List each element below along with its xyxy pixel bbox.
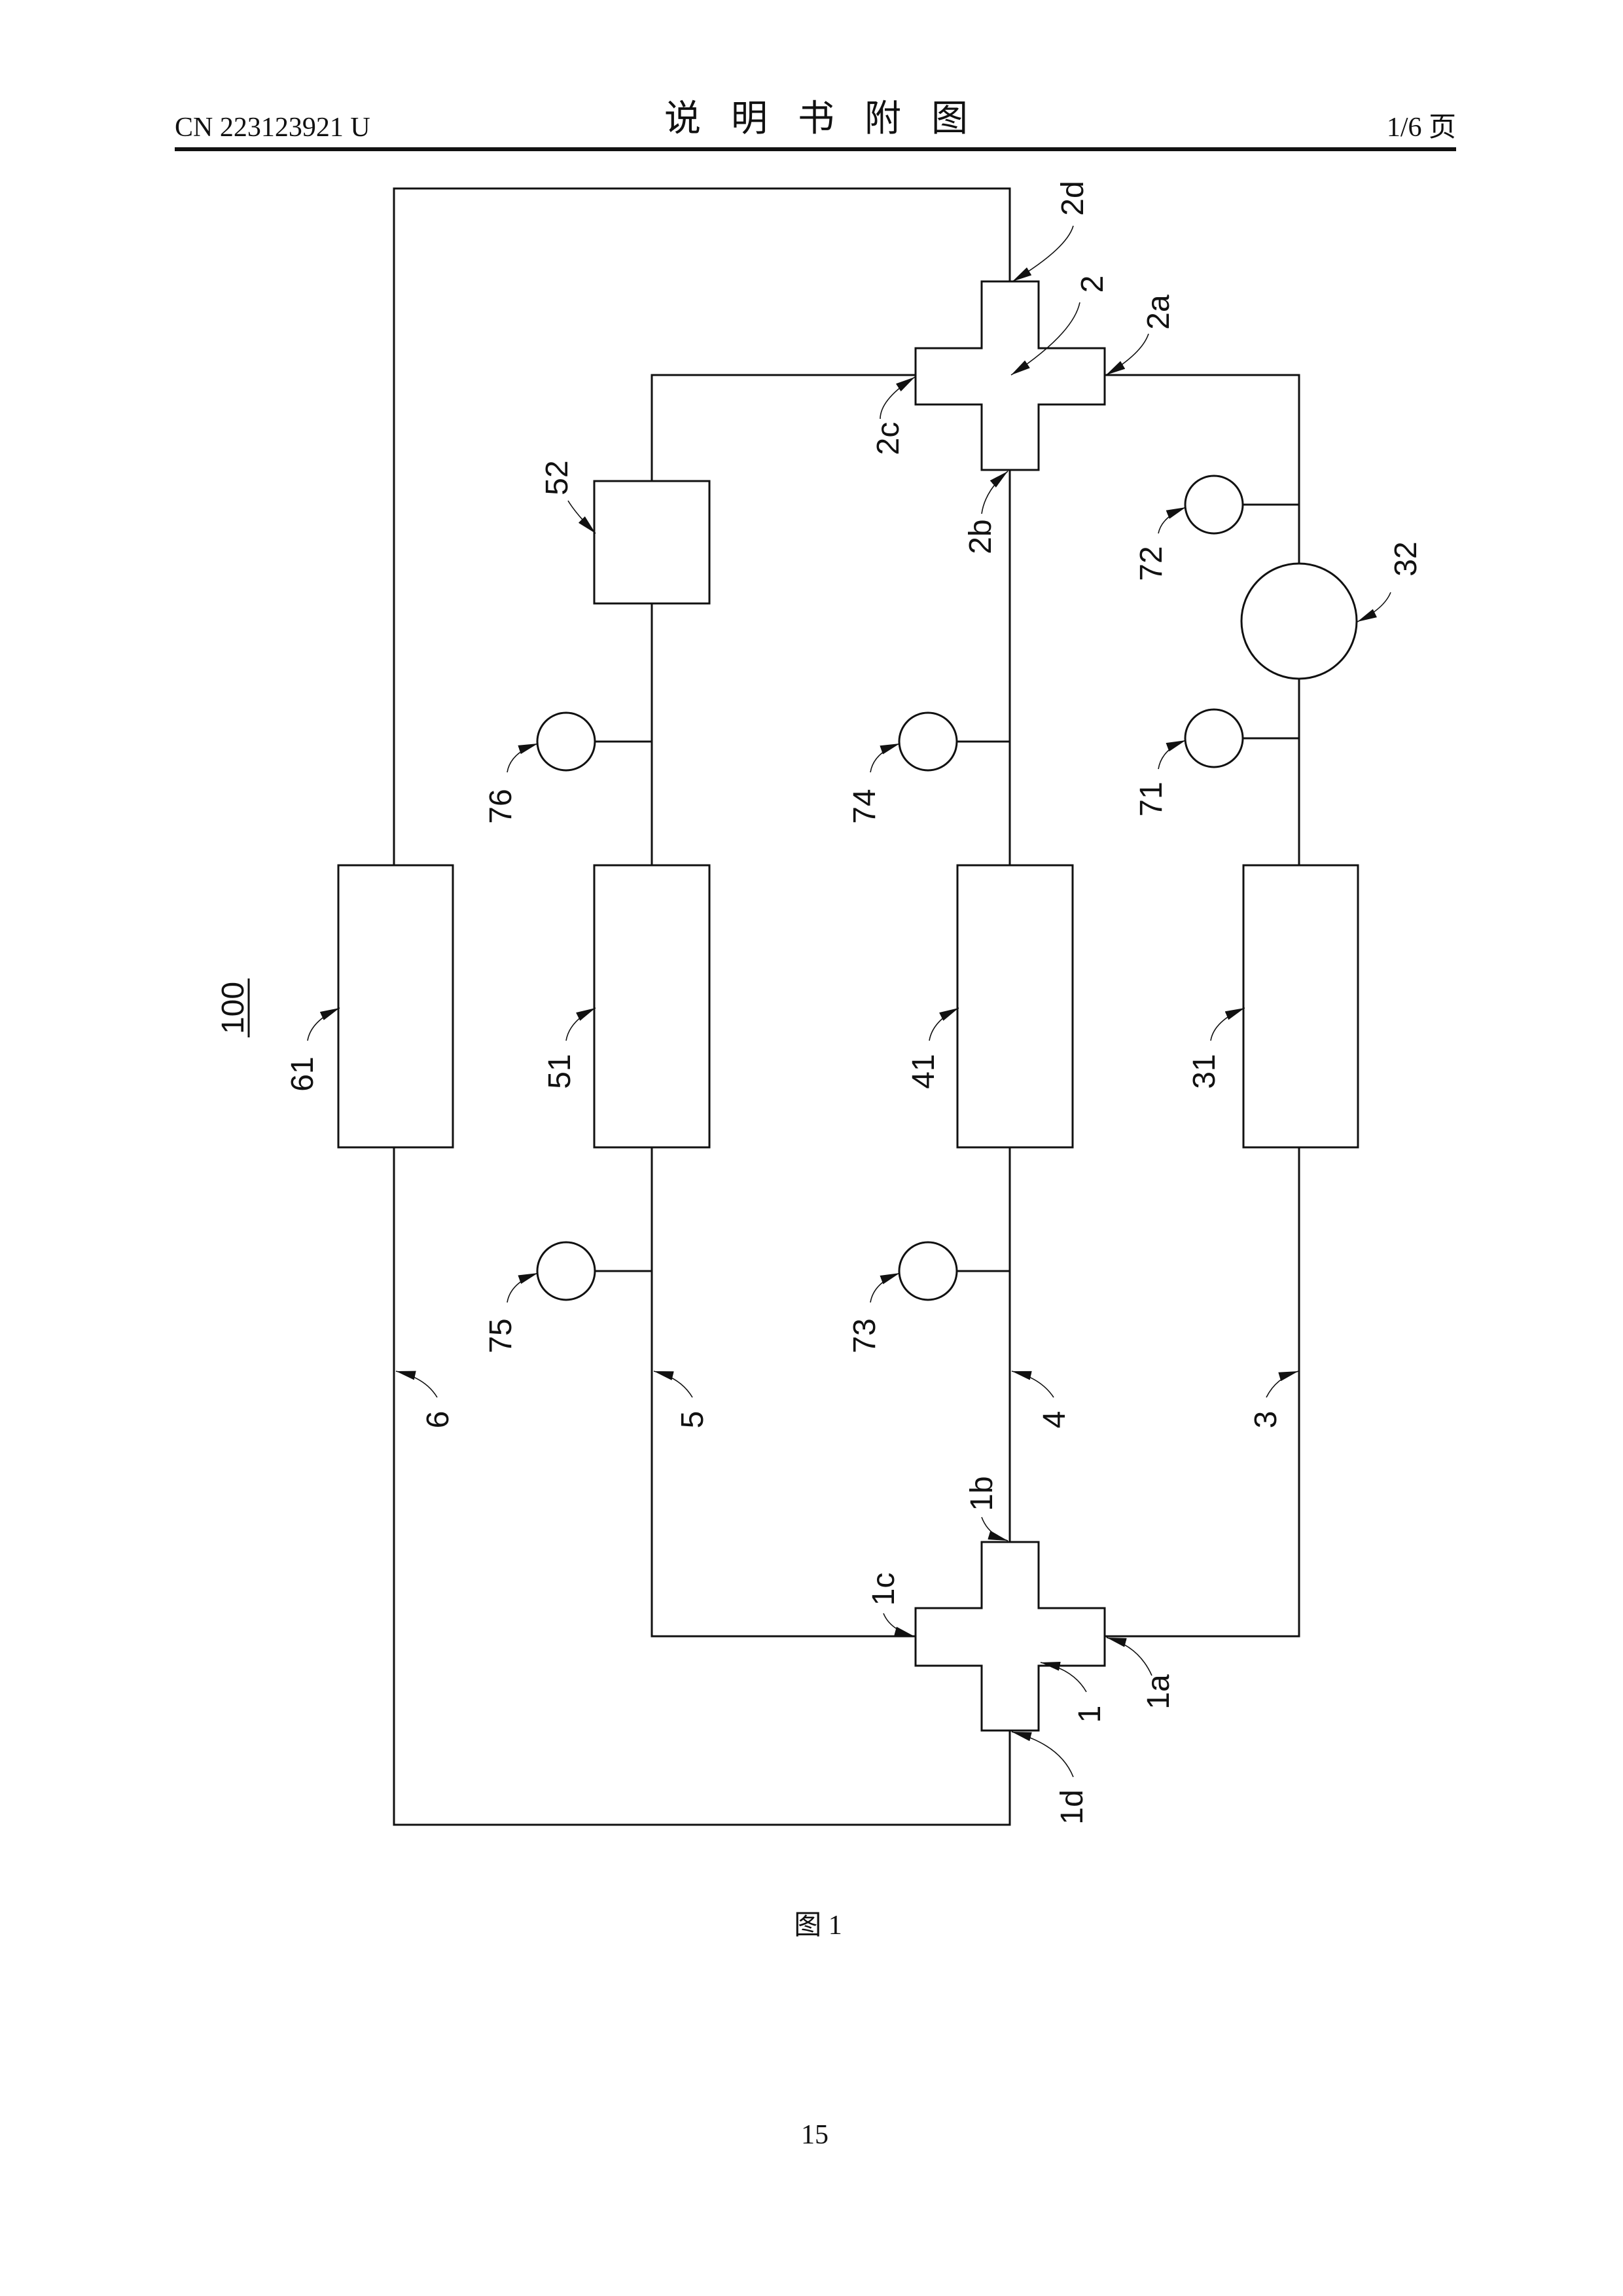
component-32 [1241, 564, 1357, 679]
leader-4 [1012, 1371, 1054, 1397]
leader-1d [1012, 1732, 1073, 1777]
leader-2a [1106, 334, 1149, 375]
component-31 [1243, 865, 1358, 1147]
leader-32 [1357, 592, 1391, 622]
header-rule [175, 147, 1456, 151]
component-41 [957, 865, 1073, 1147]
leader-2d [1012, 226, 1073, 281]
label-2c: 2c [871, 422, 906, 456]
leader-2c [880, 377, 915, 419]
label-3: 3 [1249, 1411, 1283, 1429]
component-51 [594, 865, 709, 1147]
leader-51 [566, 1008, 596, 1041]
label-51: 51 [543, 1054, 577, 1088]
component-52 [594, 481, 709, 603]
page-title: 说明书附图 [664, 98, 998, 140]
label-6: 6 [421, 1411, 455, 1429]
leader-1c [883, 1613, 914, 1636]
leader-3 [1266, 1371, 1298, 1397]
leader-74 [870, 744, 900, 772]
figure-caption: 图 1 [794, 1910, 842, 1941]
leader-arrows [308, 226, 1391, 1777]
label-52: 52 [540, 460, 575, 495]
page-number: 15 [801, 2120, 829, 2150]
four-way-valve-1 [916, 1542, 1105, 1731]
sensor-72 [1185, 476, 1243, 533]
label-72: 72 [1134, 546, 1169, 581]
sensor-76 [537, 713, 595, 770]
leader-72 [1158, 507, 1186, 533]
leader-76 [507, 744, 538, 772]
label-2a: 2a [1141, 295, 1176, 330]
four-way-valve-2 [916, 281, 1105, 470]
leader-75 [507, 1273, 538, 1302]
leader-5 [654, 1371, 692, 1397]
leader-1b [982, 1517, 1008, 1541]
page-of: 1/6 页 [1387, 113, 1456, 143]
leader-52 [568, 501, 596, 533]
label-1: 1 [1073, 1706, 1107, 1723]
label-1c: 1c [866, 1573, 901, 1606]
label-32: 32 [1389, 541, 1423, 576]
leader-73 [870, 1273, 900, 1302]
leader-41 [929, 1008, 959, 1041]
sensor-75 [537, 1242, 595, 1300]
label-5: 5 [675, 1411, 710, 1429]
sensor-73 [899, 1242, 957, 1300]
component-61 [338, 865, 453, 1147]
label-41: 41 [906, 1054, 941, 1088]
label-1b: 1b [965, 1476, 999, 1511]
label-74: 74 [847, 789, 882, 823]
leader-2b [982, 471, 1008, 514]
leader-6 [396, 1371, 437, 1397]
system-label-100: 100 [216, 982, 251, 1034]
label-2d: 2d [1056, 181, 1090, 215]
label-1a: 1a [1141, 1674, 1176, 1710]
label-75: 75 [484, 1318, 518, 1353]
leader-71 [1158, 740, 1186, 769]
label-1d: 1d [1055, 1789, 1090, 1824]
label-4: 4 [1037, 1411, 1072, 1429]
leader-1a [1107, 1638, 1152, 1676]
leader-61 [308, 1008, 340, 1041]
sensor-74 [899, 713, 957, 770]
label-76: 76 [484, 789, 518, 823]
leader-31 [1211, 1008, 1245, 1041]
leader-1 [1041, 1662, 1086, 1692]
label-61: 61 [285, 1056, 320, 1091]
label-2b: 2b [963, 519, 998, 554]
label-2: 2 [1075, 276, 1110, 293]
document-number: CN 223123921 U [175, 113, 370, 143]
sensor-71 [1185, 709, 1243, 767]
label-73: 73 [847, 1318, 882, 1353]
label-71: 71 [1134, 781, 1169, 816]
label-31: 31 [1187, 1054, 1222, 1088]
